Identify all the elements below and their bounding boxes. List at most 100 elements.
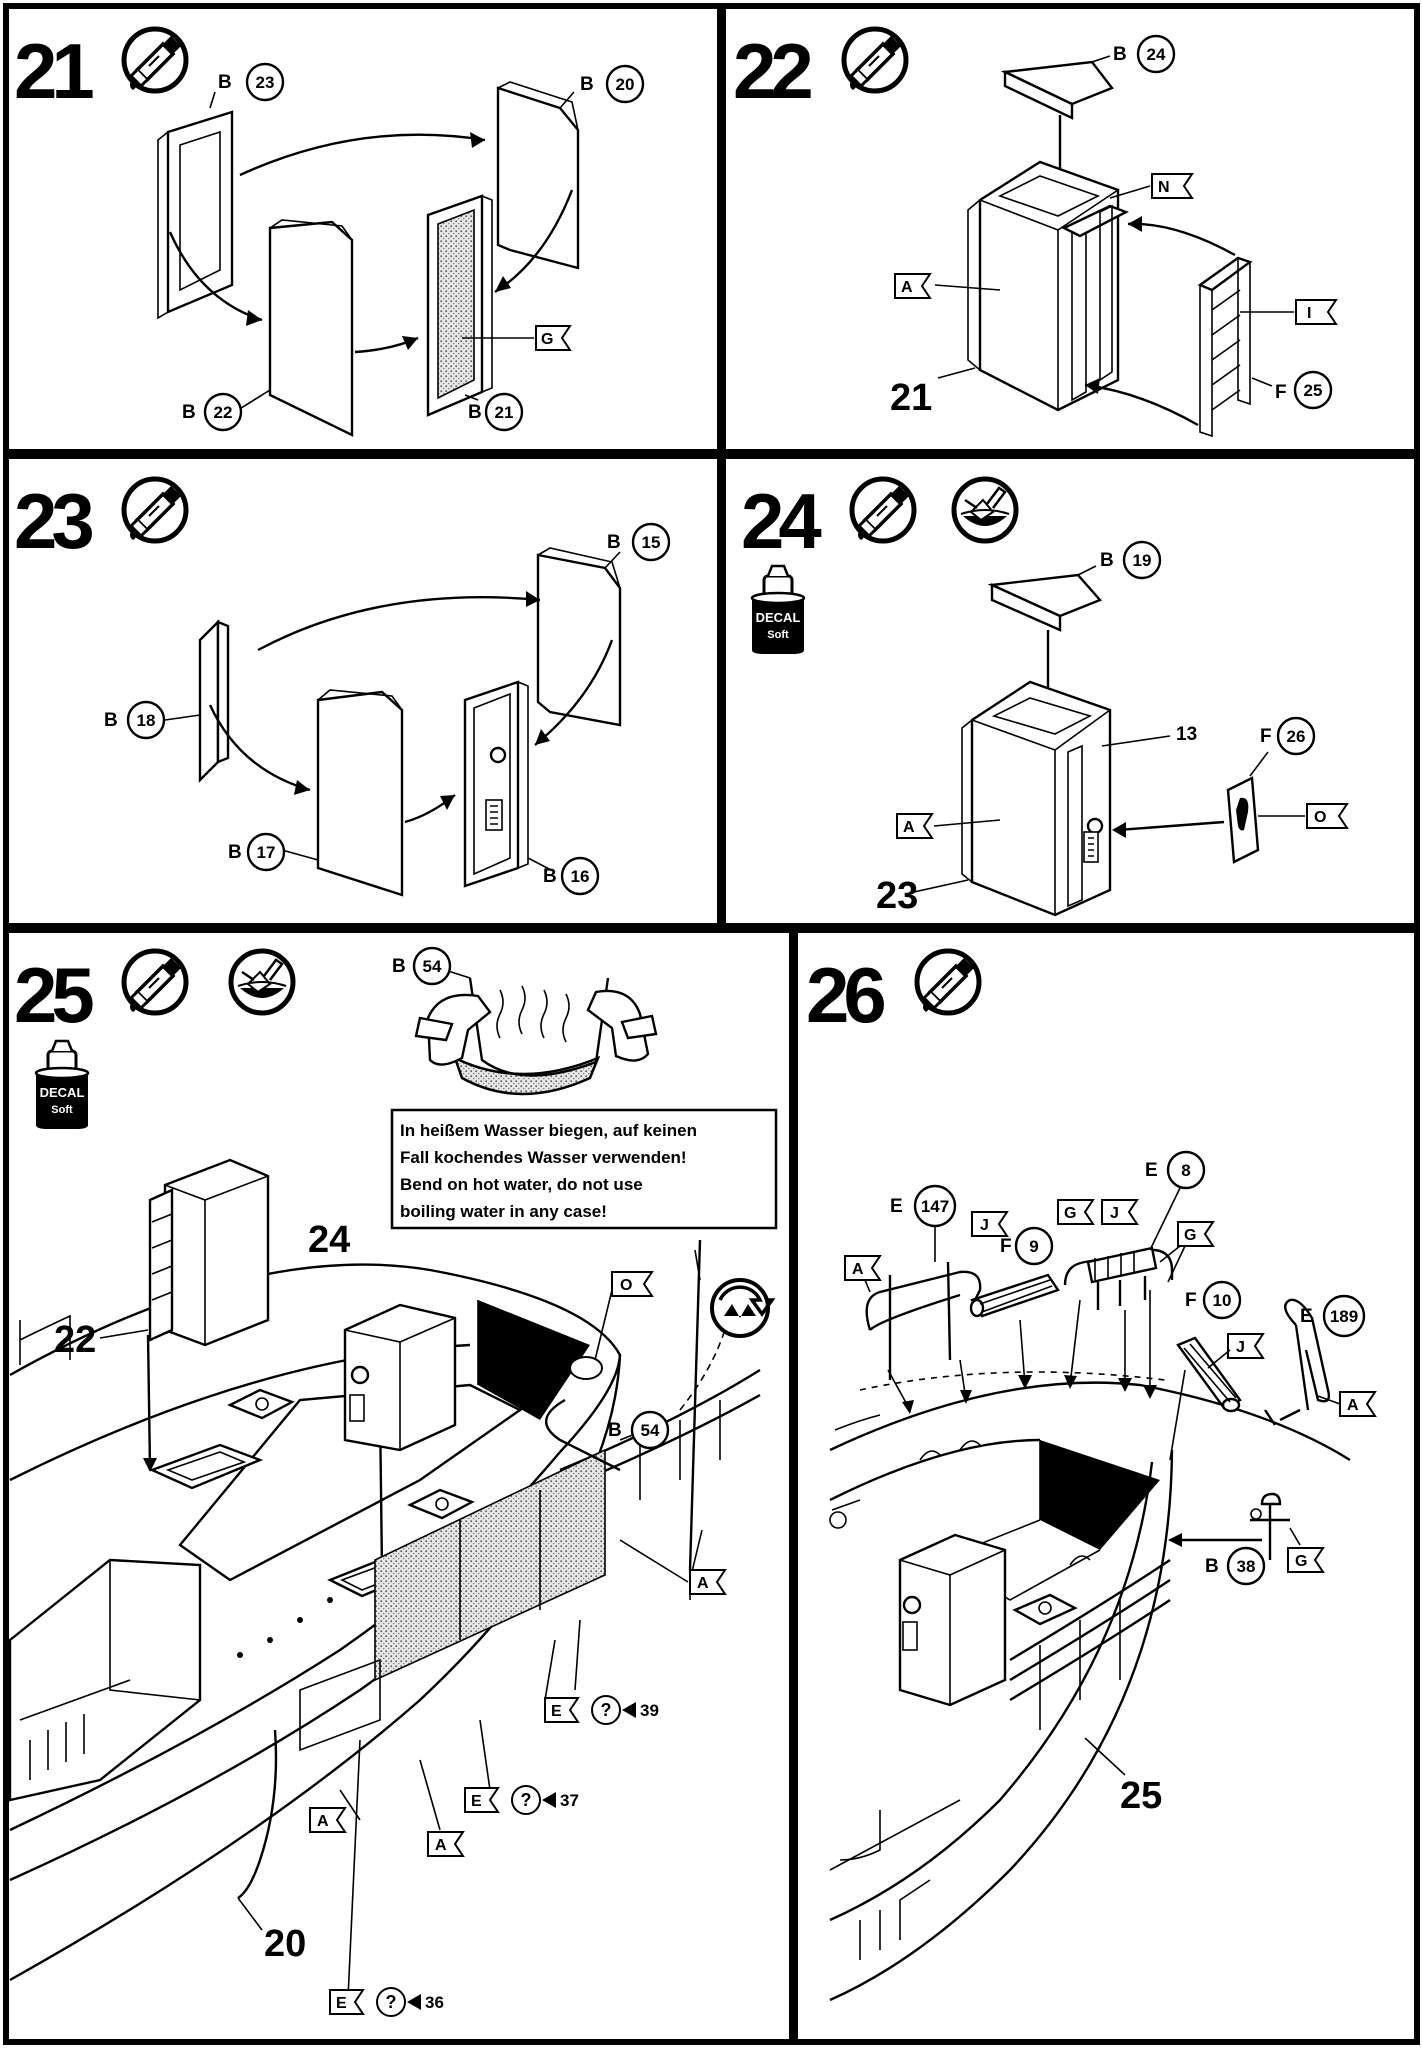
svg-text:B: B — [228, 842, 242, 863]
svg-text:54: 54 — [641, 1421, 660, 1440]
glue-tube-icon — [124, 479, 186, 541]
svg-text:189: 189 — [1330, 1307, 1358, 1326]
glue-tube-icon — [124, 951, 186, 1013]
svg-text:20: 20 — [616, 75, 635, 94]
hull-illustration — [8, 1158, 776, 1982]
svg-text:G: G — [541, 331, 553, 348]
svg-text:A: A — [901, 279, 913, 296]
step-21: 21 B 23 B 20 B 22 B 21 G — [14, 27, 645, 437]
svg-text:18: 18 — [137, 711, 156, 730]
svg-text:25: 25 — [1120, 1775, 1162, 1817]
bending-note: In heißem Wasser biegen, auf keinen Fall… — [390, 1108, 778, 1230]
step-23: 23 B 15 B 18 B 17 B 16 — [14, 477, 671, 897]
svg-text:Soft: Soft — [767, 629, 789, 641]
svg-text:24: 24 — [308, 1219, 350, 1261]
svg-text:20: 20 — [264, 1923, 306, 1965]
glue-tube-icon — [124, 29, 186, 91]
svg-text:F: F — [1260, 726, 1272, 747]
svg-text:E: E — [336, 1995, 347, 2012]
svg-text:B: B — [1205, 1556, 1219, 1577]
svg-text:B: B — [218, 72, 232, 93]
note-line: In heißem Wasser biegen, auf keinen — [400, 1121, 697, 1140]
step-26: 26 — [806, 951, 1377, 2002]
svg-text:21: 21 — [890, 377, 932, 419]
svg-text:B: B — [468, 402, 482, 423]
svg-text:E: E — [890, 1196, 903, 1217]
svg-text:24: 24 — [741, 477, 821, 565]
svg-text:A: A — [317, 1813, 329, 1830]
svg-text:B: B — [580, 74, 594, 95]
svg-text:Soft: Soft — [51, 1104, 73, 1116]
svg-text:E: E — [1300, 1306, 1313, 1327]
svg-text:19: 19 — [1133, 551, 1152, 570]
svg-text:B: B — [1100, 550, 1114, 571]
svg-text:22: 22 — [733, 27, 811, 115]
svg-text:13: 13 — [1176, 724, 1197, 745]
svg-text:A: A — [1347, 1397, 1359, 1414]
svg-text:J: J — [1110, 1205, 1119, 1222]
svg-text:O: O — [620, 1277, 632, 1294]
svg-text:I: I — [1307, 305, 1311, 322]
svg-text:A: A — [697, 1575, 709, 1592]
svg-text:22: 22 — [54, 1319, 96, 1361]
step-25: 25 DECAL Soft B 54 In heißem Wasser bi — [8, 946, 778, 2017]
glue-tube-icon — [844, 29, 906, 91]
svg-text:25: 25 — [14, 951, 93, 1039]
decal-water-dip-icon — [231, 951, 293, 1013]
svg-text:25: 25 — [1304, 381, 1323, 400]
svg-text:DECAL: DECAL — [756, 610, 801, 625]
svg-text:26: 26 — [806, 951, 884, 1039]
svg-text:DECAL: DECAL — [40, 1085, 85, 1100]
svg-text:36: 36 — [425, 1993, 444, 2012]
svg-text:A: A — [435, 1837, 447, 1854]
svg-text:10: 10 — [1213, 1291, 1232, 1310]
svg-text:G: G — [1295, 1553, 1307, 1570]
svg-text:24: 24 — [1147, 45, 1166, 64]
svg-text:9: 9 — [1029, 1237, 1038, 1256]
svg-text:B: B — [608, 1420, 622, 1441]
svg-text:F: F — [1185, 1290, 1197, 1311]
question-mark-icon: ? — [386, 1992, 397, 2012]
svg-text:B: B — [104, 710, 118, 731]
panel-frames — [3, 3, 1420, 2045]
decal-soft-bottle-icon: DECAL Soft — [34, 1039, 90, 1131]
decal-soft-bottle-icon: DECAL Soft — [750, 564, 806, 656]
svg-text:J: J — [1236, 1339, 1245, 1356]
glue-tube-icon — [917, 951, 979, 1013]
svg-text:G: G — [1064, 1205, 1076, 1222]
svg-text:O: O — [1314, 809, 1326, 826]
svg-text:8: 8 — [1181, 1161, 1190, 1180]
svg-text:N: N — [1158, 179, 1170, 196]
svg-text:23: 23 — [256, 73, 275, 92]
svg-text:B: B — [392, 956, 406, 977]
svg-text:E: E — [551, 1703, 562, 1720]
glue-tube-icon — [852, 479, 914, 541]
svg-text:A: A — [852, 1261, 864, 1278]
svg-text:16: 16 — [571, 867, 590, 886]
svg-text:147: 147 — [921, 1197, 949, 1216]
hot-water-bending-illustration — [414, 977, 658, 1096]
svg-text:B: B — [1113, 44, 1127, 65]
svg-text:38: 38 — [1237, 1557, 1256, 1576]
svg-text:E: E — [471, 1793, 482, 1810]
rotate-view-icon — [710, 1278, 776, 1338]
svg-text:E: E — [1145, 1160, 1158, 1181]
svg-text:23: 23 — [876, 875, 918, 917]
svg-text:B: B — [607, 532, 621, 553]
svg-text:15: 15 — [642, 533, 661, 552]
step-number: 21 — [14, 27, 93, 115]
svg-text:F: F — [1275, 382, 1287, 403]
svg-text:54: 54 — [423, 957, 442, 976]
svg-text:G: G — [1184, 1227, 1196, 1244]
question-mark-icon: ? — [601, 1700, 612, 1720]
svg-text:B: B — [182, 402, 196, 423]
svg-text:23: 23 — [14, 477, 92, 565]
decal-water-dip-icon — [954, 479, 1016, 541]
note-line: Bend on hot water, do not use — [400, 1175, 643, 1194]
svg-text:21: 21 — [495, 403, 514, 422]
svg-text:B: B — [543, 866, 557, 887]
svg-text:37: 37 — [560, 1791, 579, 1810]
step-24: 24 DECAL Soft B 19 13 F 26 — [741, 477, 1349, 917]
note-line: Fall kochendes Wasser verwenden! — [400, 1148, 687, 1167]
